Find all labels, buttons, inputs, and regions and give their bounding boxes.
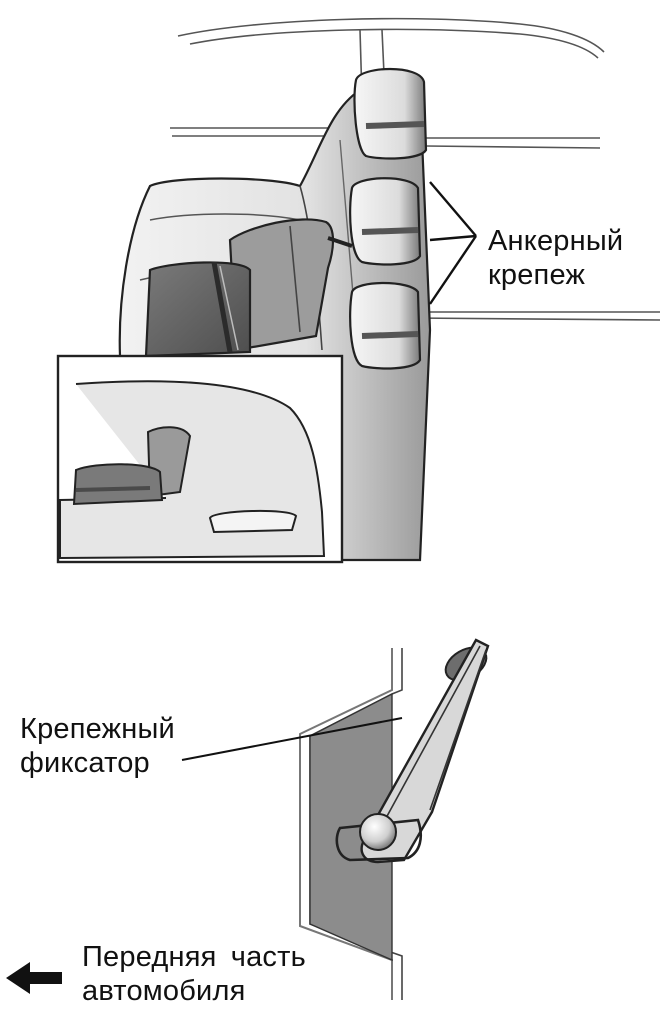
front-label-line2: автомобиля (82, 975, 246, 1007)
anchor-callout-lines (429, 181, 477, 305)
anchor-label-line2: крепеж (488, 259, 586, 291)
anchor-label: Анкерный крепеж (488, 224, 623, 292)
headrests (349, 67, 428, 370)
arrow-left-icon (6, 962, 62, 994)
child-seat (144, 218, 353, 358)
front-label: Передняя часть автомобиля (82, 940, 306, 1008)
roof-lines (170, 17, 661, 321)
latch-label-line1: Крепежный (20, 713, 175, 745)
inset-side-view (56, 354, 344, 564)
latch-label-line2: фиксатор (20, 747, 150, 779)
latch-callout-line (181, 717, 403, 761)
latch-label: Крепежный фиксатор (20, 712, 175, 780)
latch-hook-icon (335, 638, 490, 864)
front-label-line1: Передняя часть (82, 941, 306, 973)
anchor-label-line1: Анкерный (488, 225, 624, 257)
